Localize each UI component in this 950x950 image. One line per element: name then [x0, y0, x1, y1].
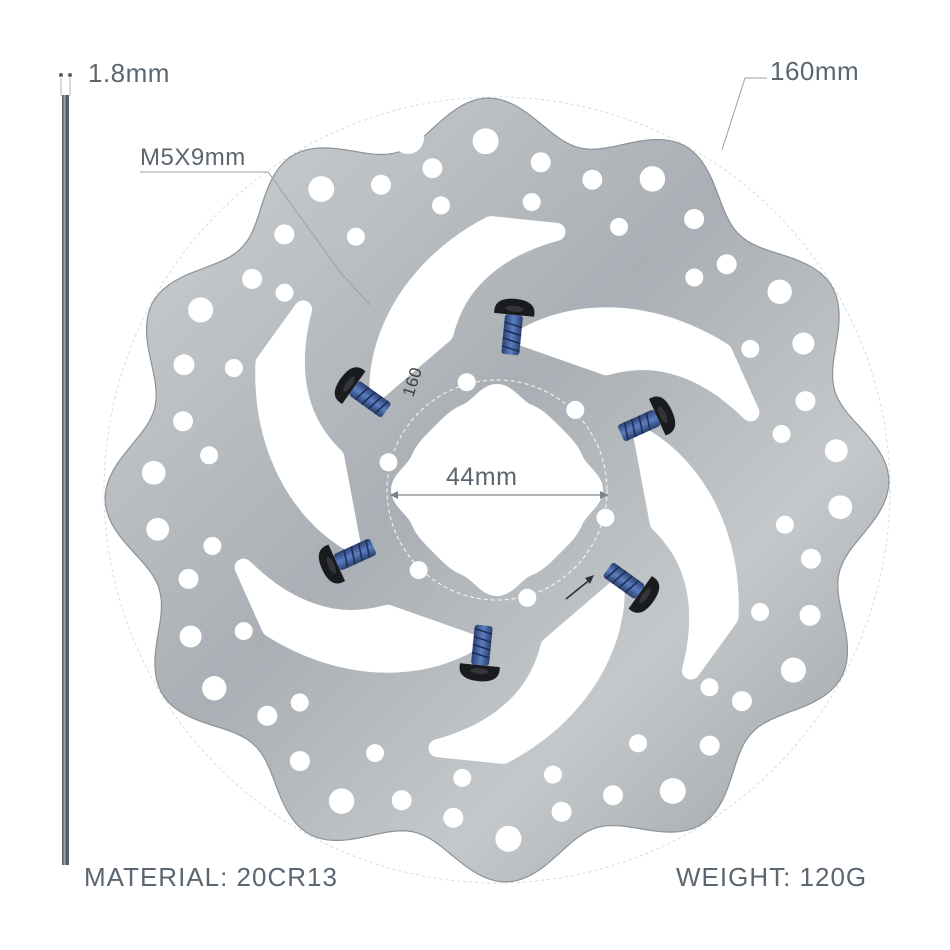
leader-lines — [140, 77, 767, 306]
material-label: MATERIAL: 20CR13 — [84, 862, 338, 892]
outer-diameter-guide — [103, 96, 891, 884]
diameter-label: 160mm — [770, 56, 860, 86]
thickness-indicator — [59, 73, 72, 865]
center-dimension-line — [390, 491, 608, 499]
bolt-set — [318, 298, 676, 682]
weight-label: WEIGHT: 120G — [676, 862, 868, 892]
center-bore-label: 44mm — [446, 463, 518, 491]
rotor-disc — [104, 97, 890, 883]
center-bore-guide — [386, 379, 608, 601]
bolt-6 — [318, 539, 376, 584]
thickness-label: 1.8mm — [88, 58, 170, 88]
bolt-3 — [618, 396, 676, 441]
bolt-2 — [494, 298, 535, 356]
bolt-1 — [334, 367, 391, 418]
bolt-5 — [459, 624, 500, 682]
rotation-arrow-icon — [565, 575, 594, 600]
bolt-spec-label: M5X9mm — [140, 144, 246, 171]
bolt-4 — [603, 562, 660, 613]
